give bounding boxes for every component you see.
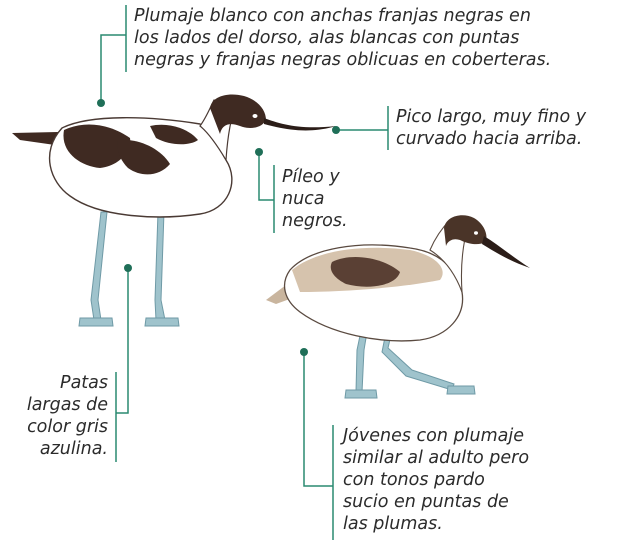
adult-wing-stripe <box>117 139 170 175</box>
juveniles-leader <box>303 352 334 540</box>
plumage-leader <box>100 5 127 103</box>
adult-head <box>210 94 266 134</box>
adult-scapular-stripe <box>150 124 198 145</box>
leader-lines <box>100 5 389 540</box>
legs-annotation: Patas largas de color gris azulina. <box>26 373 108 459</box>
juveniles-annotation: Jóvenes con plumaje similar al adulto pe… <box>343 426 530 534</box>
bill-dot <box>332 126 340 134</box>
juvenile-wing-stripe <box>330 257 400 287</box>
juvenile-head <box>444 215 487 246</box>
plumage-annotation: Plumaje blanco con anchas franjas negras… <box>134 6 552 70</box>
legs-leader <box>115 268 129 462</box>
plumage-dot <box>97 99 105 107</box>
juvenile-eye <box>474 231 478 235</box>
juvenile-avocet <box>266 215 530 399</box>
juvenile-bill <box>482 236 530 268</box>
legs-dot <box>124 264 132 272</box>
bill-annotation: Pico largo, muy fino y curvado hacia arr… <box>396 107 587 149</box>
adult-tail <box>12 132 62 146</box>
leader-dots <box>97 99 340 356</box>
crown-leader <box>258 152 275 233</box>
adult-avocet <box>12 94 336 327</box>
adult-legs <box>78 211 180 327</box>
adult-eye <box>252 114 258 118</box>
bill-leader <box>336 106 389 150</box>
crown-annotation: Píleo y nuca negros. <box>282 167 348 231</box>
adult-back-stripe <box>63 124 131 168</box>
juveniles-dot <box>300 348 308 356</box>
adult-bill <box>264 118 336 131</box>
crown-dot <box>255 148 263 156</box>
